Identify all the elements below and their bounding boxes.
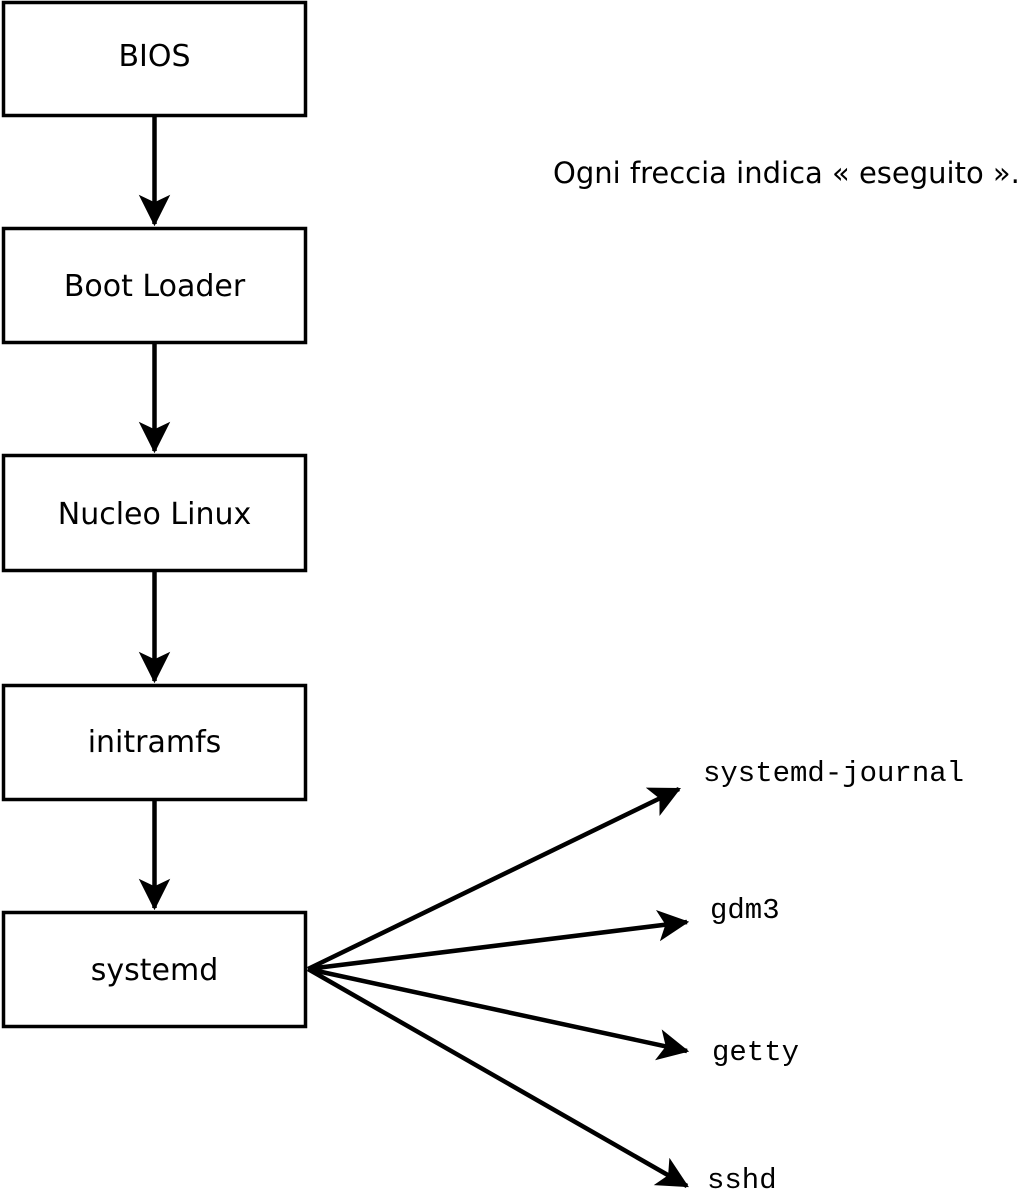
diagram-caption: Ogni freccia indica « eseguito ». [553,156,1020,190]
node-systemd-label: systemd [91,953,219,988]
node-systemd: systemd [1,910,308,1029]
node-boot-loader-box [1,226,308,345]
service-label-sshd: sshd [707,1164,777,1193]
service-label-gdm3: gdm3 [710,894,780,927]
edge-systemd-to-getty [307,966,690,1061]
node-boot-loader: Boot Loader [1,226,308,345]
edge-systemd-to-systemd-journal [307,786,681,972]
node-initramfs: initramfs [1,683,308,802]
edge-systemd-to-gdm3 [307,909,690,972]
node-nucleo-linux-box [1,453,308,573]
node-bios-label: BIOS [118,39,190,74]
node-boot-loader-label: Boot Loader [64,269,246,304]
edge-systemd-to-sshd [306,967,689,1188]
service-label-systemd-journal: systemd-journal [703,757,964,790]
node-bios-box [1,0,308,118]
node-bios: BIOS [1,0,308,118]
node-initramfs-box [1,683,308,802]
node-initramfs-label: initramfs [88,725,222,760]
service-label-getty: getty [712,1036,799,1069]
node-systemd-box [1,910,308,1029]
node-nucleo-linux-label: Nucleo Linux [58,497,251,532]
node-nucleo-linux: Nucleo Linux [1,453,308,573]
